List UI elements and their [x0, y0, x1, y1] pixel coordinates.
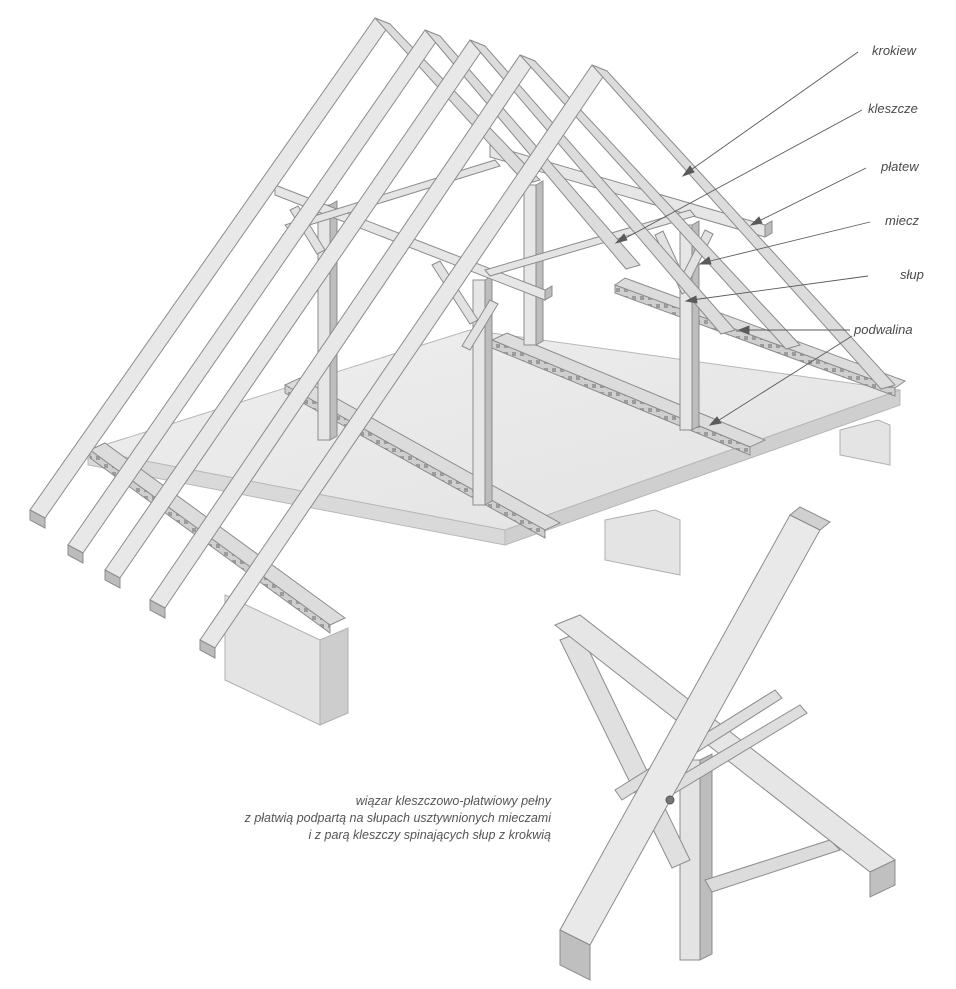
joint-detail — [554, 506, 896, 981]
label-slup: słup — [900, 267, 924, 282]
caption: wiązar kleszczowo-płatwiowy pełny z płat… — [245, 793, 551, 844]
caption-line-1: wiązar kleszczowo-płatwiowy pełny — [355, 794, 551, 808]
caption-line-2: z płatwią podpartą na słupach usztywnion… — [244, 811, 551, 825]
rafters — [29, 17, 896, 659]
caption-line-3: i z parą kleszczy spinających słup z kro… — [308, 828, 551, 842]
label-miecz: miecz — [885, 213, 919, 228]
label-platew: płatew — [881, 159, 919, 174]
label-kleszcze: kleszcze — [868, 101, 918, 116]
label-podwalina: podwalina — [854, 322, 913, 337]
leader-lines — [614, 51, 871, 426]
label-krokiew: krokiew — [872, 43, 917, 58]
